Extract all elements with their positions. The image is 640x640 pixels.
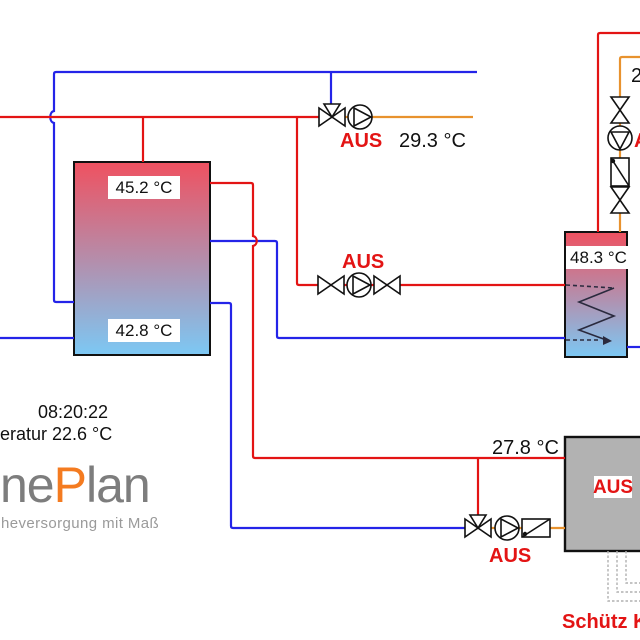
logo-tagline-cut: heversorgung mit Maß (1, 515, 160, 532)
dhw-valve-right[interactable] (373, 274, 401, 296)
buffer-bottom-temp-value: 42.8 °C (115, 321, 173, 340)
boiler-check-valve[interactable] (521, 518, 551, 538)
outside-temperature-cut: eratur 22.6 °C (0, 424, 113, 444)
control-wires (607, 551, 640, 602)
boiler-return-temp: 27.8 °C (492, 437, 559, 459)
dhw-top-temp-value: 48.3 °C (570, 248, 627, 267)
buffer-top-temp-value: 45.2 °C (115, 178, 173, 197)
logo-text-accent: P (53, 457, 87, 513)
logo-text-post: lan (85, 457, 151, 513)
pipe-red-boiler-return (210, 181, 565, 460)
right-riser-temp-cut: 2 (631, 65, 640, 87)
riser-valve-bottom[interactable] (609, 186, 631, 214)
mixer-flow-temp: 29.3 °C (399, 130, 466, 152)
mixer-valve-top[interactable] (318, 103, 346, 128)
pipe-red-dhw-feed (295, 117, 565, 287)
pipe-red-right-riser (596, 31, 640, 232)
riser-valve-top[interactable] (609, 96, 631, 124)
riser-pump[interactable] (607, 125, 633, 151)
boiler-status: AUS (592, 476, 634, 498)
dhw-valve-left[interactable] (317, 274, 345, 296)
system-time: 08:20:22 (38, 402, 109, 422)
buffer-top-temp: 45.2 °C (108, 176, 180, 199)
dhw-top-temp: 48.3 °C (566, 246, 631, 269)
boiler-pump-status: AUS (489, 545, 532, 567)
buffer-bottom-temp: 42.8 °C (108, 319, 180, 342)
boiler-mixing-valve[interactable] (464, 514, 492, 539)
pipe-orange-right-riser (618, 55, 640, 232)
riser-check-valve[interactable] (610, 157, 630, 187)
right-riser-status-cut: AUS (634, 131, 640, 151)
dhw-pump[interactable] (346, 272, 372, 298)
mixer-status: AUS (340, 130, 383, 152)
logo-text-pre: ne (0, 457, 55, 513)
boiler-contactor-label: Schütz Kes (562, 611, 640, 633)
company-logo: nePlan (0, 457, 151, 513)
boiler-status-patch: AUS (592, 476, 634, 498)
dhw-pump-status: AUS (342, 251, 385, 273)
coil-heat-exchanger (565, 284, 617, 345)
pipe-blue-buffer-to-boiler (210, 301, 465, 530)
mixer-pump-top[interactable] (347, 104, 373, 130)
pipe-blue-buffer-to-dhw (210, 239, 565, 340)
boiler-pump[interactable] (494, 515, 520, 541)
